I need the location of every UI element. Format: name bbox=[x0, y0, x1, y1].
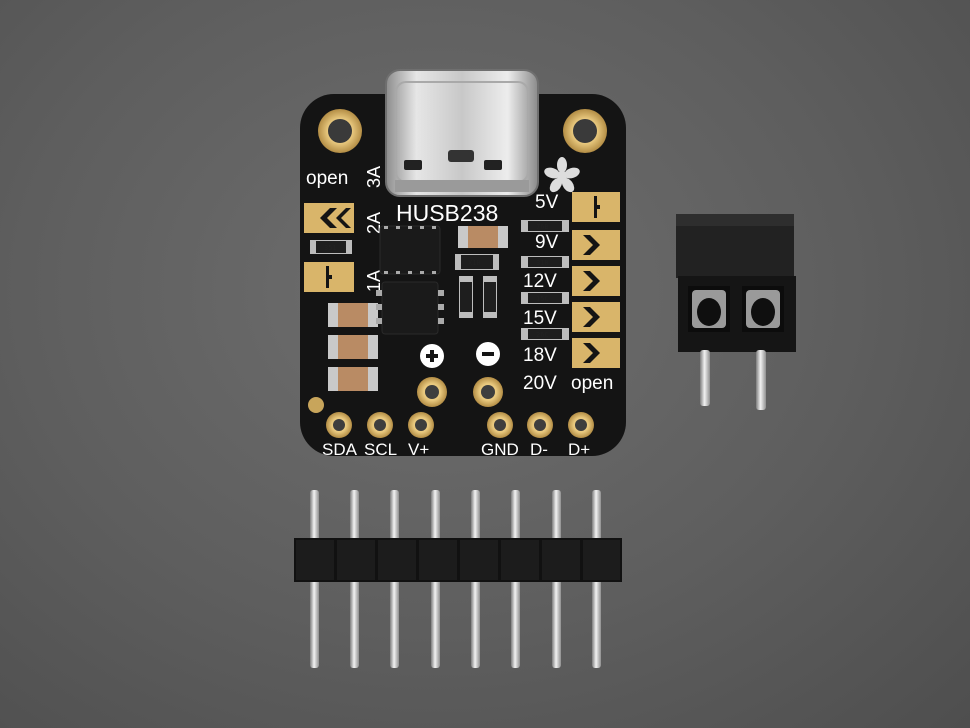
capacitor bbox=[328, 367, 378, 391]
label-20v: 20V bbox=[523, 373, 557, 394]
pin-header bbox=[294, 490, 622, 668]
voltage-jumper-18v bbox=[572, 338, 620, 368]
plus-icon bbox=[420, 344, 444, 368]
resistor: 76B bbox=[521, 220, 569, 232]
svg-text:76B: 76B bbox=[536, 223, 549, 231]
chip-label: HUSB238 bbox=[396, 200, 498, 226]
pin-label-sda: SDA bbox=[322, 440, 358, 459]
svg-text:310: 310 bbox=[536, 259, 549, 267]
svg-text:X10: X10 bbox=[468, 259, 481, 267]
pad-vplus bbox=[408, 412, 434, 438]
pin-label-dplus: D+ bbox=[568, 440, 590, 459]
label-18v: 18V bbox=[523, 345, 557, 366]
header-pads bbox=[326, 412, 594, 438]
resistor bbox=[483, 276, 497, 318]
resistor: X10 bbox=[455, 254, 499, 270]
fiducial-pad bbox=[308, 397, 324, 413]
label-2a: 2A bbox=[364, 212, 384, 234]
terminal-block bbox=[676, 214, 796, 410]
regulator-chip bbox=[376, 281, 444, 335]
flower-logo bbox=[544, 157, 580, 193]
label-5v: 5V bbox=[535, 192, 559, 213]
pin-label-dminus: D- bbox=[530, 440, 548, 459]
svg-text:351: 351 bbox=[324, 244, 337, 252]
resistor: 26C bbox=[521, 328, 569, 340]
svg-text:15C: 15C bbox=[536, 295, 549, 303]
capacitor bbox=[458, 226, 508, 248]
label-1a: 1A bbox=[364, 270, 384, 292]
terminal-screw-right bbox=[742, 286, 784, 332]
pin-label-vplus: V+ bbox=[408, 440, 429, 459]
capacitor bbox=[328, 335, 378, 359]
resistor: 351 bbox=[310, 240, 352, 254]
resistors: 351 76B 310 15C 26C X10 bbox=[310, 220, 569, 340]
label-12v: 12V bbox=[523, 271, 557, 292]
header-plastic bbox=[294, 538, 622, 582]
mounting-hole-right bbox=[563, 109, 607, 153]
capacitor bbox=[328, 303, 378, 327]
label-open-current: open bbox=[306, 168, 348, 189]
voltage-jumper-12v bbox=[572, 266, 620, 296]
voltage-jumpers bbox=[572, 192, 620, 368]
capacitors bbox=[328, 226, 508, 391]
pad-scl bbox=[367, 412, 393, 438]
voltage-jumper-9v bbox=[572, 230, 620, 260]
resistor bbox=[459, 276, 473, 318]
label-open-voltage: open bbox=[571, 373, 613, 394]
breakout-board: open 3A 2A 1A HUSB238 5V 9V 12V 15V 18V … bbox=[300, 69, 626, 459]
terminal-screw-left bbox=[688, 286, 730, 332]
resistor: 310 bbox=[521, 256, 569, 268]
pad-sda bbox=[326, 412, 352, 438]
mounting-hole-left bbox=[318, 109, 362, 153]
resistor: 15C bbox=[521, 292, 569, 304]
label-3a: 3A bbox=[364, 166, 384, 188]
pad-dminus bbox=[527, 412, 553, 438]
pad-dplus bbox=[568, 412, 594, 438]
minus-icon bbox=[476, 342, 500, 366]
voltage-jumper-15v bbox=[572, 302, 620, 332]
label-9v: 9V bbox=[535, 232, 559, 253]
current-jumper-top bbox=[304, 203, 354, 233]
output-pad-negative bbox=[473, 377, 503, 407]
svg-text:26C: 26C bbox=[536, 331, 549, 339]
pad-gnd bbox=[487, 412, 513, 438]
label-15v: 15V bbox=[523, 308, 557, 329]
pcb-body bbox=[300, 94, 626, 456]
terminal-pin-right bbox=[756, 350, 766, 410]
pd-controller-chip bbox=[379, 225, 441, 275]
terminal-pin-left bbox=[700, 350, 710, 406]
voltage-jumper-5v bbox=[572, 192, 620, 222]
output-pad-positive bbox=[417, 377, 447, 407]
usb-c-connector bbox=[385, 69, 539, 197]
pin-label-scl: SCL bbox=[364, 440, 397, 459]
pin-label-gnd: GND bbox=[481, 440, 519, 459]
current-jumper-bottom bbox=[304, 262, 354, 292]
